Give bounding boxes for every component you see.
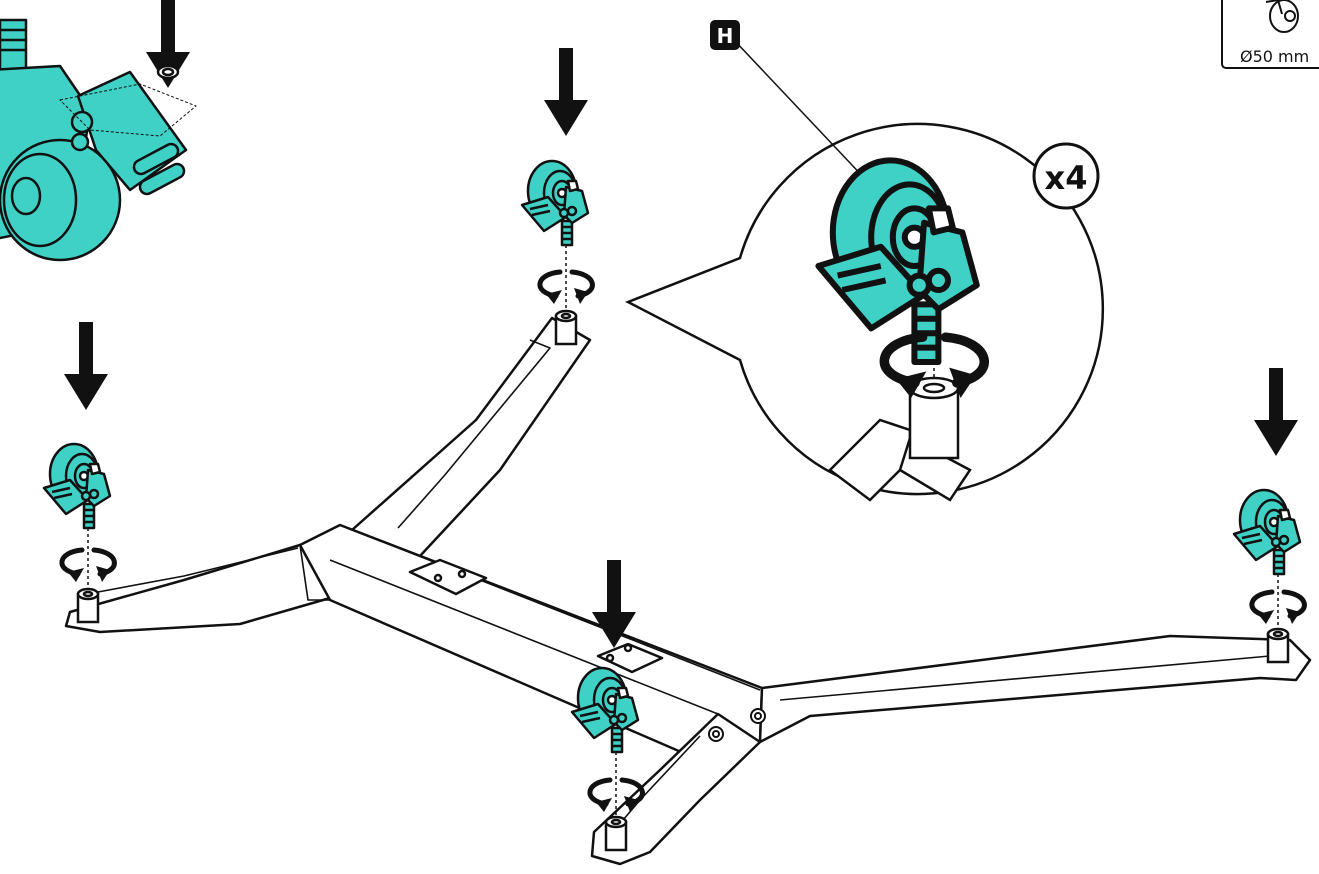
base-frame — [64, 316, 1312, 866]
socket-rear — [554, 309, 578, 346]
detail-callout — [624, 39, 1105, 502]
part-label: H — [710, 20, 740, 50]
down-arrow-icon — [544, 48, 588, 136]
rear-leg — [350, 316, 592, 558]
bolt — [708, 726, 724, 742]
mount-plate-rear — [408, 558, 488, 596]
bolt — [750, 708, 766, 724]
socket-front — [604, 815, 628, 852]
front-leg — [590, 712, 762, 866]
mount-plate-front — [596, 642, 664, 674]
part-label-text: H — [717, 24, 734, 48]
left-leg — [64, 543, 332, 634]
caster-wheel-icon — [1265, 0, 1299, 33]
quantity-text: x4 — [1045, 159, 1088, 197]
right-leg — [758, 634, 1312, 744]
caster-right — [1232, 488, 1302, 576]
caster-rear — [520, 159, 590, 247]
down-arrow-icon — [64, 322, 108, 410]
brake-detail — [0, 18, 197, 262]
quantity-badge: x4 — [1032, 142, 1100, 210]
caster-size-box: Ø50 mm — [1221, 0, 1319, 69]
size-caption: Ø50 mm — [1240, 47, 1309, 66]
socket-right — [1266, 627, 1290, 664]
down-arrow-icon — [1254, 368, 1298, 456]
socket-left — [76, 587, 100, 624]
rotate-icon — [1252, 592, 1305, 624]
crossbar — [298, 523, 764, 770]
guide-lines — [87, 245, 1279, 818]
caster-left — [42, 442, 112, 530]
